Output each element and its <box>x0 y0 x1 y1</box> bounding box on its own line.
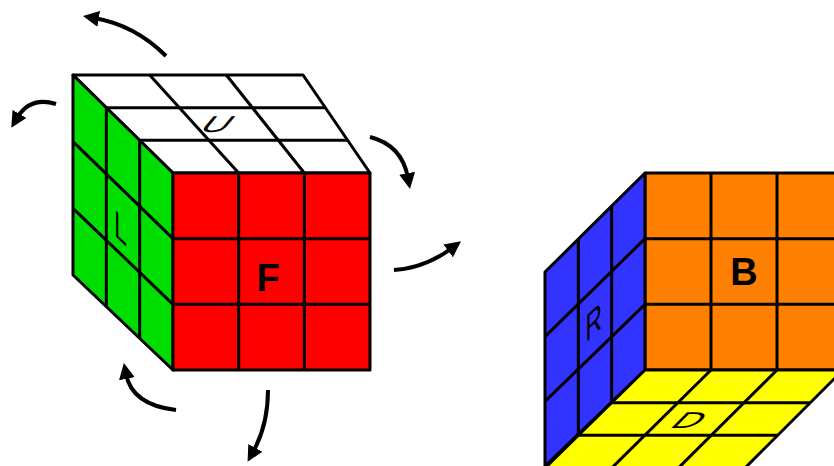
face-label: L <box>115 203 128 253</box>
face-label: B <box>730 253 757 291</box>
grid-line <box>105 108 108 307</box>
grid-line <box>106 106 325 109</box>
turn-arrow <box>394 248 452 270</box>
grid-line <box>140 139 348 142</box>
grid-line <box>710 173 713 370</box>
face-label: D <box>665 409 715 432</box>
turn-arrow <box>253 390 268 452</box>
grid-line <box>303 173 306 370</box>
cube-face <box>645 173 834 370</box>
cube-face <box>545 370 834 466</box>
grid-line <box>645 237 834 240</box>
grid-line <box>612 401 811 404</box>
face-label: R <box>586 295 602 349</box>
face-label: U <box>195 113 242 136</box>
turn-arrow <box>370 137 408 178</box>
turn-arrows <box>17 18 452 452</box>
grid-line <box>645 303 834 306</box>
cube-face <box>73 75 173 370</box>
grid-line <box>226 75 304 173</box>
cube-face <box>173 173 370 370</box>
face-label: F <box>256 259 279 297</box>
turn-arrow <box>126 374 176 410</box>
turn-arrow <box>94 18 166 56</box>
grid-line <box>776 173 779 370</box>
grid-line <box>577 239 580 434</box>
cube-faces <box>73 75 834 466</box>
grid-line <box>610 206 613 402</box>
grid-line <box>173 303 370 306</box>
grid-line <box>578 434 777 437</box>
grid-line <box>173 237 370 240</box>
grid-line <box>237 173 240 370</box>
turn-arrow <box>17 102 56 118</box>
grid-line <box>138 140 141 338</box>
